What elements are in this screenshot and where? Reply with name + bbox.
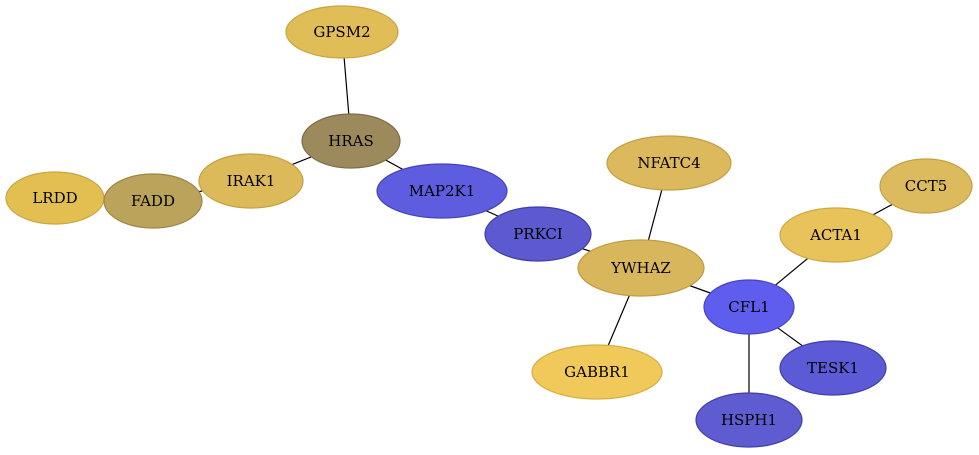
node-shape-acta1[interactable] bbox=[779, 207, 893, 263]
node-label-irak1: IRAK1 bbox=[227, 172, 276, 190]
node-label-fadd: FADD bbox=[131, 192, 175, 210]
node-label-cfl1: CFL1 bbox=[728, 298, 769, 316]
node-label-prkci: PRKCI bbox=[513, 225, 563, 243]
node-cct5[interactable]: CCT5 bbox=[879, 158, 973, 214]
node-shape-map2k1[interactable] bbox=[376, 163, 508, 219]
node-label-ywhaz: YWHAZ bbox=[610, 259, 671, 277]
node-shape-hsph1[interactable] bbox=[695, 392, 803, 448]
node-gabbr1[interactable]: GABBR1 bbox=[531, 344, 663, 400]
node-shape-hras[interactable] bbox=[301, 113, 401, 169]
node-shape-ywhaz[interactable] bbox=[577, 239, 705, 297]
node-label-hras: HRAS bbox=[328, 132, 373, 150]
node-shape-cct5[interactable] bbox=[879, 158, 973, 214]
node-gpsm2[interactable]: GPSM2 bbox=[285, 5, 399, 59]
node-shape-gpsm2[interactable] bbox=[285, 5, 399, 59]
node-ywhaz[interactable]: YWHAZ bbox=[577, 239, 705, 297]
node-hras[interactable]: HRAS bbox=[301, 113, 401, 169]
node-label-acta1: ACTA1 bbox=[809, 226, 862, 244]
node-prkci[interactable]: PRKCI bbox=[484, 206, 592, 262]
node-map2k1[interactable]: MAP2K1 bbox=[376, 163, 508, 219]
node-tesk1[interactable]: TESK1 bbox=[779, 340, 887, 396]
node-shape-cfl1[interactable] bbox=[703, 279, 795, 335]
node-shape-prkci[interactable] bbox=[484, 206, 592, 262]
node-shape-irak1[interactable] bbox=[198, 153, 304, 209]
node-nfatc4[interactable]: NFATC4 bbox=[606, 135, 732, 191]
node-acta1[interactable]: ACTA1 bbox=[779, 207, 893, 263]
node-label-tesk1: TESK1 bbox=[807, 359, 859, 377]
node-shape-tesk1[interactable] bbox=[779, 340, 887, 396]
node-label-map2k1: MAP2K1 bbox=[409, 182, 476, 200]
node-lrdd[interactable]: LRDD bbox=[5, 171, 105, 225]
node-label-hsph1: HSPH1 bbox=[721, 411, 777, 429]
node-label-lrdd: LRDD bbox=[32, 189, 77, 207]
node-shape-nfatc4[interactable] bbox=[606, 135, 732, 191]
node-label-cct5: CCT5 bbox=[905, 177, 948, 195]
node-shape-fadd[interactable] bbox=[103, 173, 203, 229]
node-hsph1[interactable]: HSPH1 bbox=[695, 392, 803, 448]
node-shape-gabbr1[interactable] bbox=[531, 344, 663, 400]
node-fadd[interactable]: FADD bbox=[103, 173, 203, 229]
node-label-nfatc4: NFATC4 bbox=[637, 154, 700, 172]
node-label-gpsm2: GPSM2 bbox=[313, 23, 370, 41]
node-irak1[interactable]: IRAK1 bbox=[198, 153, 304, 209]
node-label-gabbr1: GABBR1 bbox=[564, 363, 630, 381]
node-cfl1[interactable]: CFL1 bbox=[703, 279, 795, 335]
